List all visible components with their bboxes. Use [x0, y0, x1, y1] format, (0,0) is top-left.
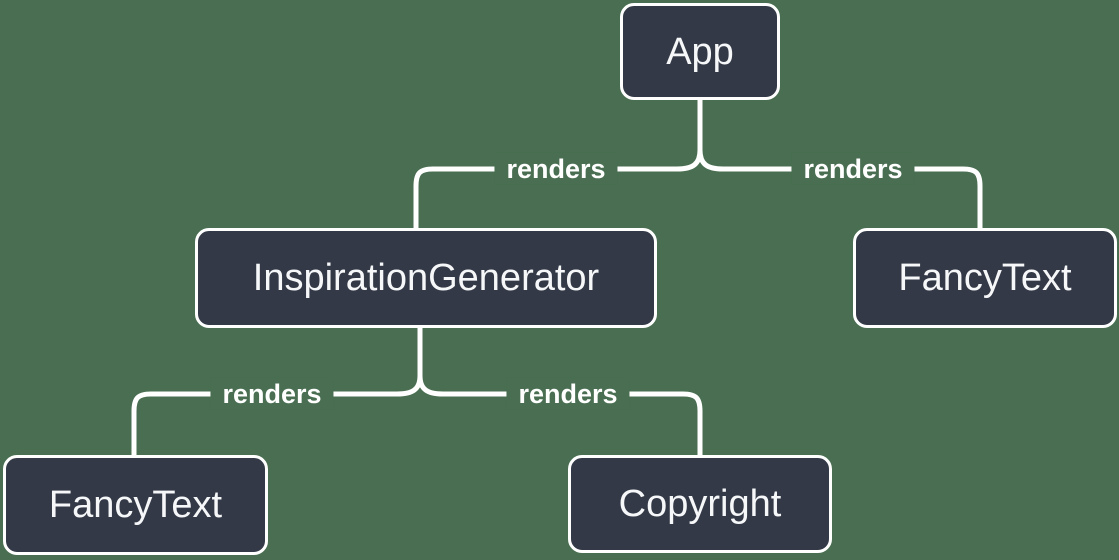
node-inspiration-generator: InspirationGenerator	[195, 228, 657, 328]
edge-inspiration-generator-to-fancy-text	[131, 373, 423, 458]
node-fancy-text-bottom-label: FancyText	[48, 484, 223, 526]
edge-label-app-inspiration-generator: renders	[494, 152, 618, 186]
node-fancy-text-top-label: FancyText	[898, 257, 1072, 299]
node-fancy-text-bottom: FancyText	[3, 455, 268, 555]
node-inspiration-generator-label: InspirationGenerator	[252, 257, 600, 299]
edge-label-inspiration-generator-fancy-text: renders	[210, 377, 334, 411]
edge-app-to-inspiration-generator	[413, 147, 703, 231]
node-copyright-label: Copyright	[618, 483, 782, 525]
edge-label-inspiration-generator-copyright: renders	[506, 377, 630, 411]
edge-label-app-fancy-text: renders	[791, 152, 915, 186]
node-copyright: Copyright	[568, 455, 832, 553]
node-app: App	[620, 3, 780, 100]
node-fancy-text-top: FancyText	[853, 228, 1117, 328]
node-app-label: App	[666, 30, 734, 73]
edge-inspiration-generator-to-copyright	[417, 373, 703, 458]
edge-app-to-fancy-text	[697, 147, 983, 231]
